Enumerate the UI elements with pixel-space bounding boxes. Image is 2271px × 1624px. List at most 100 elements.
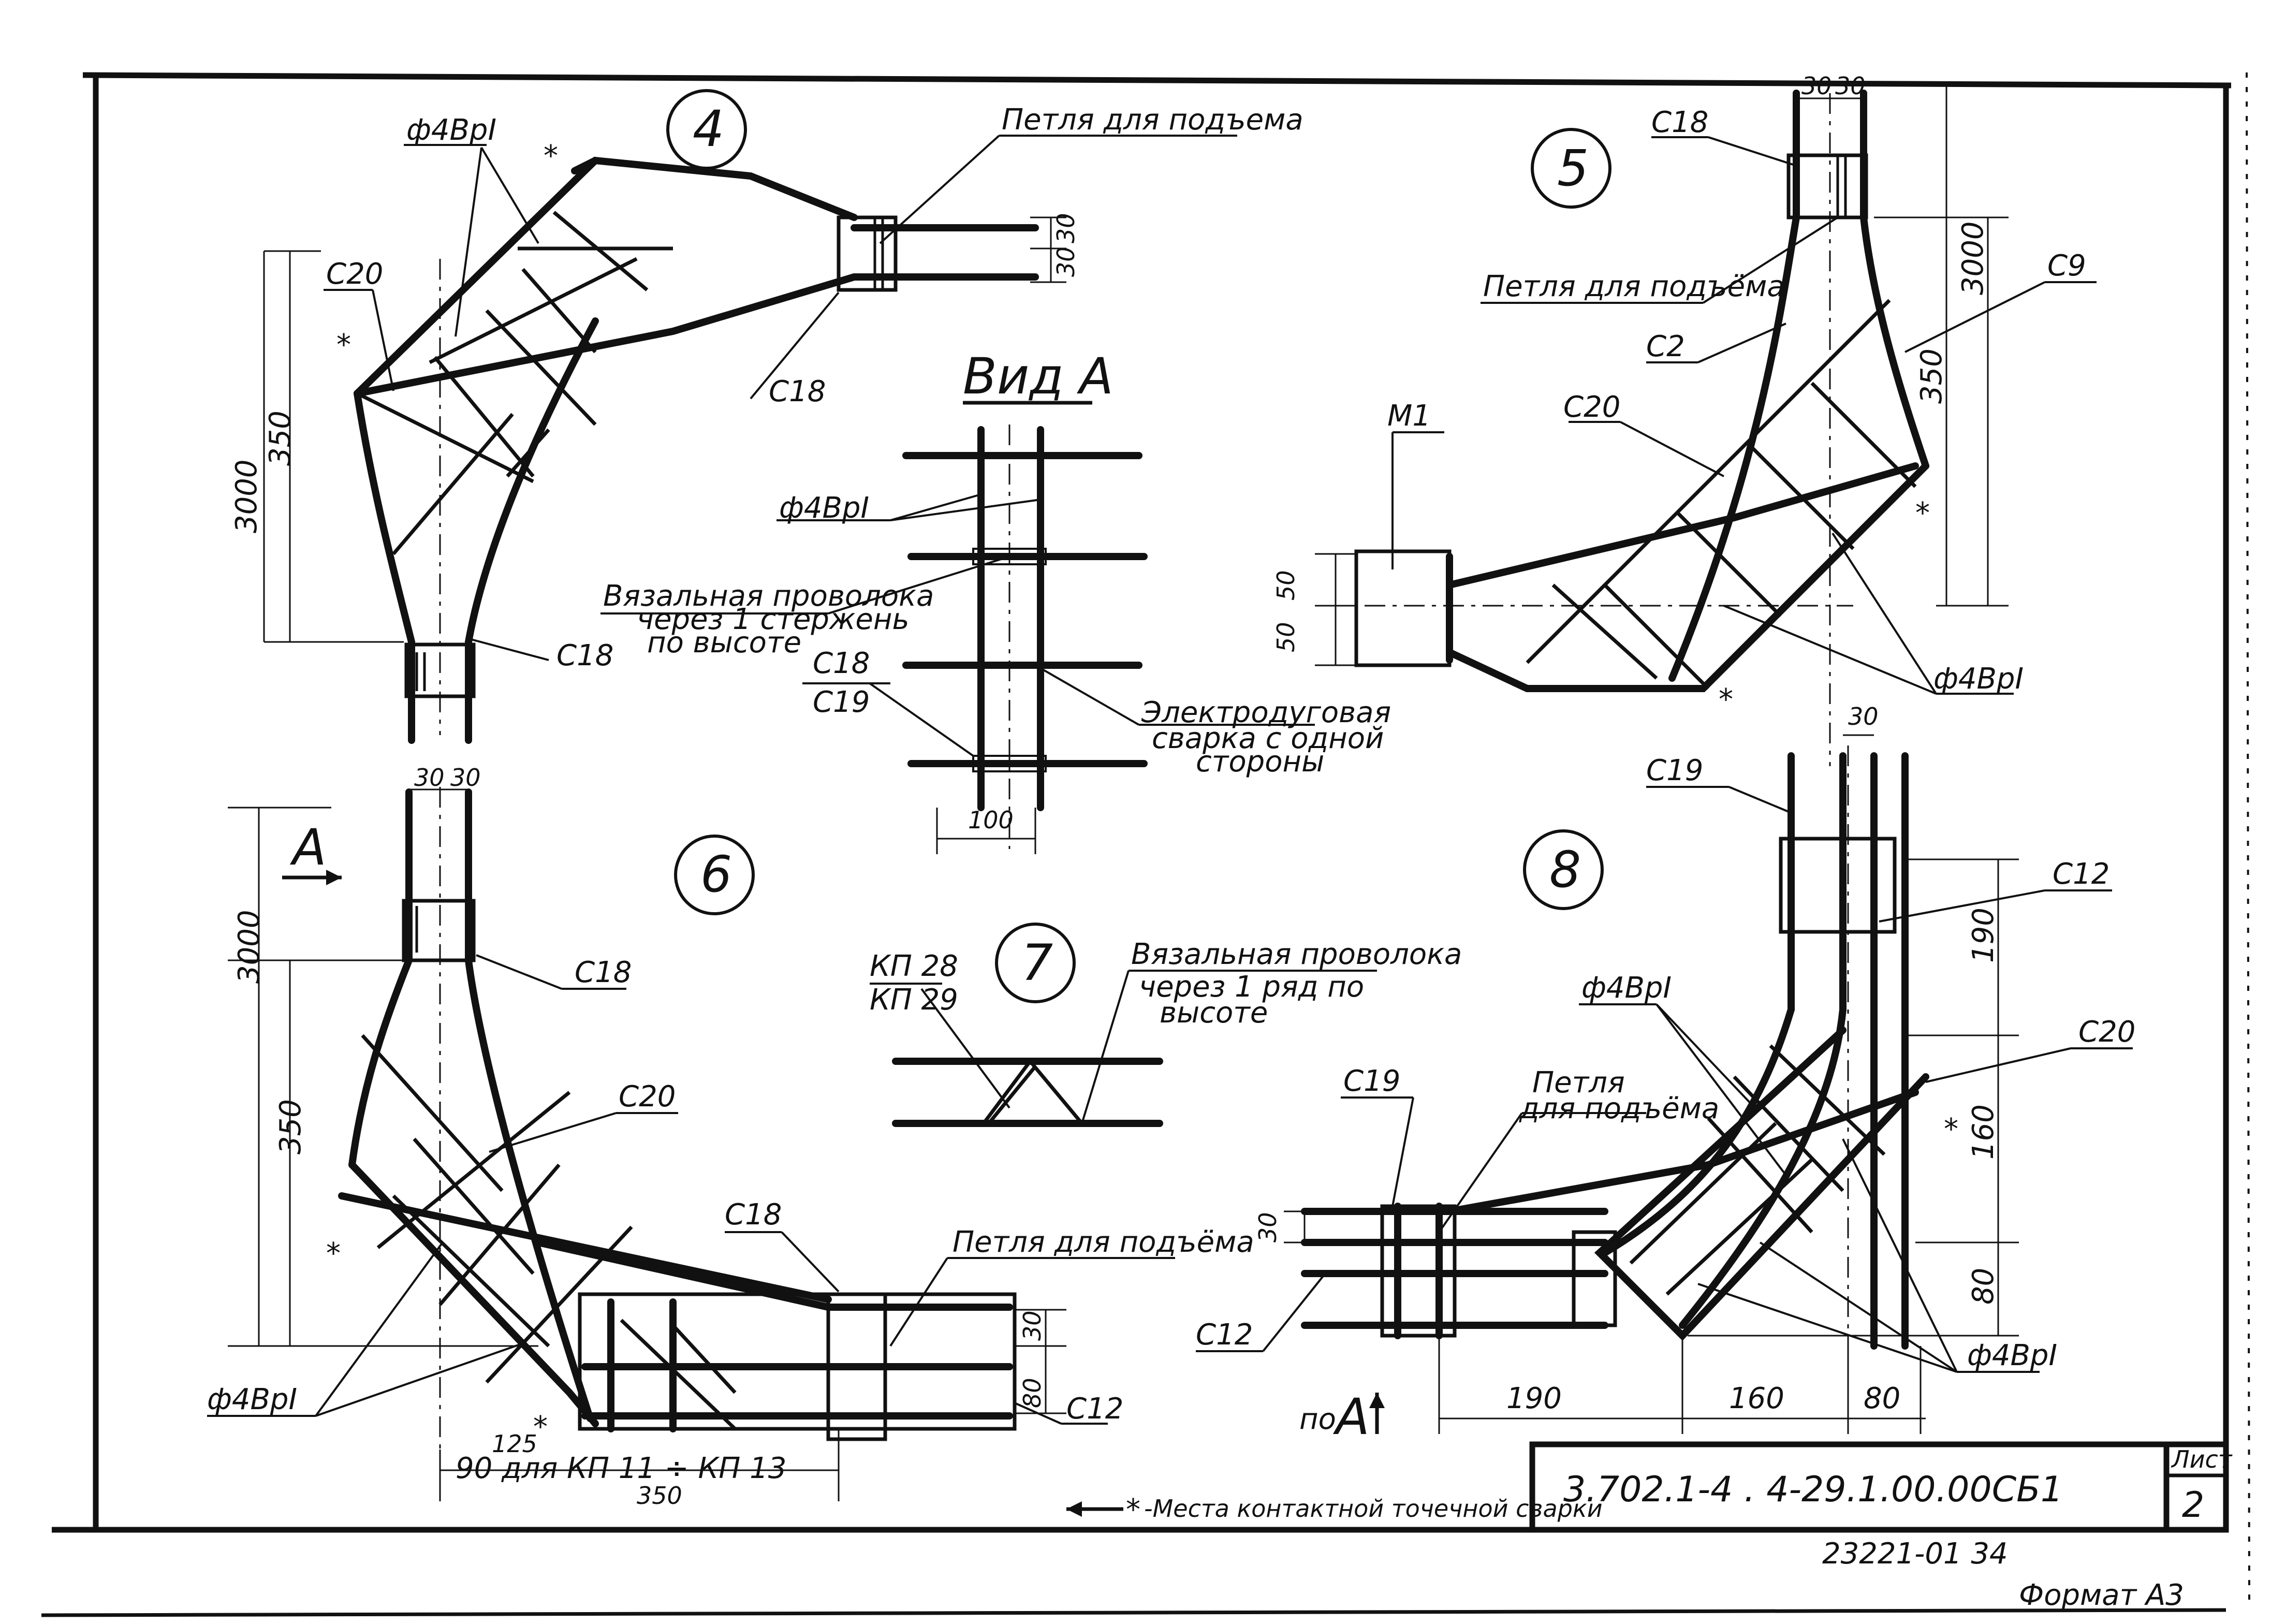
- d4-dim-30b: 30: [1052, 246, 1080, 277]
- d6-dim-30b: 30: [450, 764, 481, 792]
- detail-4: 4: [230, 89, 1303, 744]
- d5-label-loop: Петля для подъёма: [1483, 270, 1785, 303]
- detail-7: 7 КП 28 КП 29 Вязальная проволока через …: [870, 923, 1462, 1127]
- d5-dim-30a: 30: [1801, 72, 1832, 100]
- title-block: 3.702.1-4 . 4-29.1.00.00СБ1 Лист 2: [1529, 1441, 2233, 1533]
- d8-dim-160h: 160: [1729, 1382, 1784, 1415]
- d5-dim-350: 350: [1915, 348, 1948, 404]
- d6-label-c20: С20: [619, 1080, 676, 1114]
- d5-weld-star-2: *: [1719, 683, 1733, 716]
- detail-7-marker: [995, 923, 1076, 1003]
- d5-weld-star-1: *: [1915, 496, 1930, 530]
- d4-label-phi4: ф4ВрI: [406, 113, 496, 147]
- d6-for-kp: 90 для КП 11 ÷ КП 13: [456, 1452, 786, 1485]
- view-a-arc-3: стороны: [1196, 745, 1324, 779]
- d4-label-c20: С20: [326, 257, 383, 291]
- d6-weld-star-2: *: [533, 1410, 548, 1444]
- detail-6-marker: [674, 835, 755, 915]
- d8-dim-80h: 80: [1864, 1382, 1900, 1415]
- d5-label-c2: С2: [1646, 330, 1685, 363]
- d7-wire-3: высоте: [1160, 996, 1268, 1030]
- d4-dim-3000: 3000: [230, 459, 263, 533]
- d8-loop-1: Петля: [1532, 1066, 1625, 1100]
- d8-dim-80v: 80: [1967, 1268, 2000, 1305]
- d6-dim-30a: 30: [414, 764, 445, 792]
- d4-label-loop: Петля для подъема: [1002, 103, 1303, 137]
- d4-weld-star-1: *: [544, 139, 558, 173]
- legend-mark: *: [1126, 1493, 1140, 1527]
- view-a-arc-1: Электродуговая: [1141, 696, 1391, 729]
- d4-label-c18-right: С18: [769, 375, 826, 408]
- d8-label-c12-right: С12: [2053, 857, 2109, 891]
- d5-dim-30b: 30: [1835, 72, 1866, 100]
- d6-weld-star-1: *: [326, 1237, 341, 1270]
- d8-label-c19-left: С19: [1343, 1064, 1400, 1098]
- d6-label-c18-right: С18: [725, 1198, 782, 1232]
- d8-weld-star-1: *: [1944, 1113, 1958, 1146]
- detail-4-number: 4: [693, 100, 724, 158]
- d6-label-c12: С12: [1066, 1392, 1123, 1426]
- title-sheet-number: 2: [2182, 1485, 2204, 1526]
- detail-8-number: 8: [1549, 841, 1581, 899]
- d4-weld-star-2: *: [336, 328, 351, 362]
- view-a-wire-3: по высоте: [647, 626, 801, 660]
- d5-dim-50a: 50: [1272, 570, 1300, 601]
- view-a: Вид А 100 ф4ВрI Вязальная проволока чере…: [600, 347, 1391, 854]
- view-a-label-c18: С18: [813, 647, 870, 680]
- view-a-wire-1: Вязальная проволока: [603, 579, 934, 613]
- d8-label-phi4-top: ф4ВрI: [1581, 971, 1672, 1005]
- d4-label-c18-bottom: С18: [556, 639, 613, 672]
- view-a-arc-2: сварка с одной: [1152, 722, 1384, 755]
- d6-view-a-letter: А: [289, 818, 327, 876]
- d8-by-a-prefix: по: [1299, 1402, 1336, 1436]
- view-a-label-c19: С19: [813, 685, 870, 719]
- d7-kp-29: КП 29: [870, 983, 958, 1017]
- detail-7-number: 7: [1021, 934, 1053, 992]
- d7-wire-1: Вязальная проволока: [1131, 938, 1462, 971]
- d6-dim-350: 350: [274, 1099, 307, 1154]
- view-a-label-phi4: ф4ВрI: [779, 491, 869, 525]
- footer-inventory: 23221-01 34: [1822, 1537, 2008, 1571]
- d6-label-loop: Петля для подъёма: [953, 1225, 1254, 1259]
- detail-6: 6: [207, 764, 1254, 1510]
- d6-dim-125: 125: [492, 1430, 537, 1458]
- d8-label-phi4-bottom: ф4ВрI: [1967, 1339, 2057, 1372]
- detail-8-marker: [1523, 829, 1604, 910]
- d6-dim-80: 80: [1018, 1378, 1046, 1408]
- d8-dim-160v: 160: [1967, 1104, 2000, 1160]
- footer-format: Формат А3: [2019, 1578, 2184, 1612]
- detail-5-marker: [1531, 128, 1611, 209]
- d5-label-c9: С9: [2047, 249, 2086, 283]
- d5-label-phi4: ф4ВрI: [1933, 662, 2024, 696]
- d8-dim-30h: 30: [1848, 703, 1879, 730]
- detail-6-number: 6: [700, 845, 732, 903]
- d6-dim-350: 350: [637, 1482, 682, 1510]
- d8-dim-190h: 190: [1506, 1382, 1562, 1415]
- detail-8: 8 190: [1196, 703, 2135, 1446]
- d5-label-c20: С20: [1563, 390, 1620, 424]
- detail-5-number: 5: [1557, 139, 1589, 197]
- d7-wire-2: через 1 ряд по: [1139, 970, 1364, 1004]
- d6-dim-3000: 3000: [232, 910, 266, 984]
- d7-kp-28: КП 28: [870, 949, 958, 983]
- title-code: 3.702.1-4 . 4-29.1.00.00СБ1: [1563, 1469, 2063, 1510]
- d6-label-c18-top: С18: [575, 956, 632, 989]
- d8-dim-190v: 190: [1967, 908, 2000, 963]
- detail-5: 5 3000 350 50 50 30 30: [1272, 72, 2097, 766]
- d5-label-m1: М1: [1387, 399, 1431, 433]
- d8-dim-30v: 30: [1254, 1212, 1282, 1242]
- d4-dim-30a: 30: [1052, 213, 1080, 243]
- drawing-frame: [41, 72, 2250, 1617]
- d6-dim-30c: 30: [1018, 1310, 1046, 1341]
- view-a-dim-100: 100: [968, 806, 1014, 834]
- legend: * -Места контактной точечной сварки: [1066, 1493, 1603, 1527]
- d8-label-c12-left: С12: [1196, 1318, 1253, 1352]
- legend-text: -Места контактной точечной сварки: [1144, 1495, 1603, 1523]
- title-sheet-label: Лист: [2171, 1445, 2233, 1473]
- d5-dim-50b: 50: [1272, 622, 1300, 652]
- d6-label-phi4: ф4ВрI: [207, 1383, 297, 1416]
- d8-loop-2: для подъёма: [1519, 1092, 1719, 1125]
- d8-label-c20: С20: [2078, 1015, 2135, 1049]
- view-a-title: Вид А: [963, 347, 1113, 405]
